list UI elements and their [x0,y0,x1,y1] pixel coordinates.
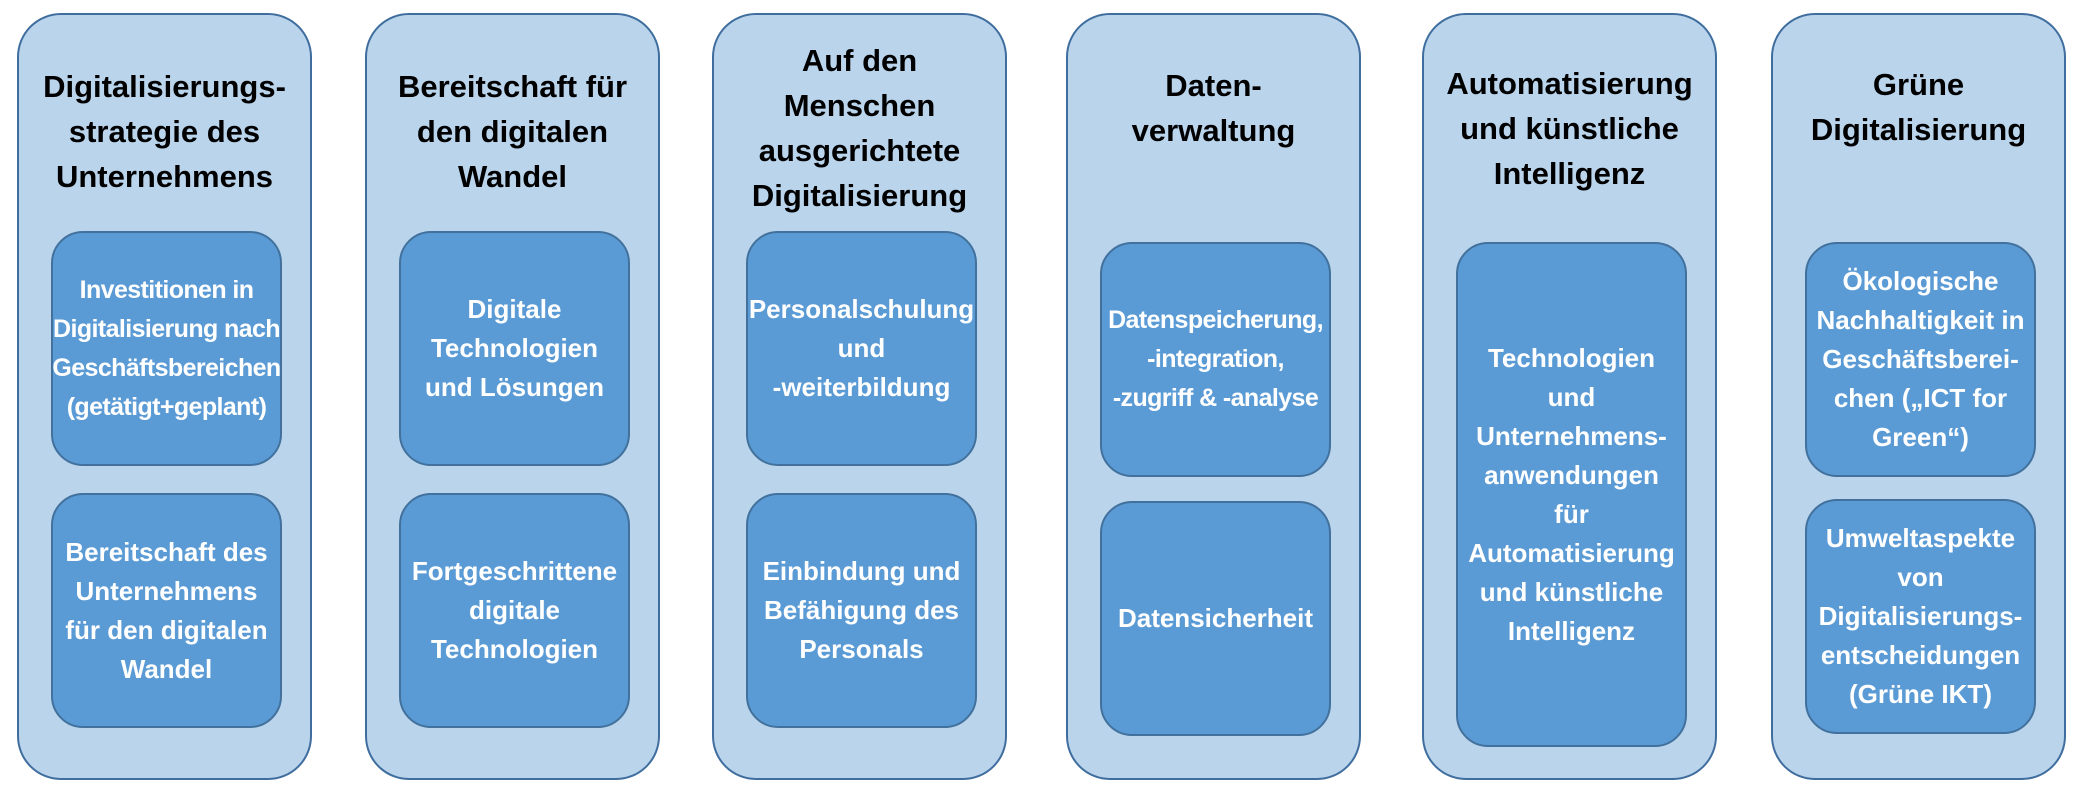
card-fortgeschrittene-technologien: Fortgeschrittene digitale Technologien [399,493,630,728]
column-digitalisierungsstrategie: Digitalisierungs- strategie des Unterneh… [17,13,312,780]
card-datensicherheit: Datensicherheit [1100,501,1331,736]
column-datenverwaltung: Daten- verwaltung Datenspeicherung, -int… [1066,13,1361,780]
card-bereitschaft-unternehmen: Bereitschaft des Unternehmens für den di… [51,493,282,728]
column-title: Auf den Menschen ausgerichtete Digitalis… [751,43,968,213]
column-menschen-digitalisierung: Auf den Menschen ausgerichtete Digitalis… [712,13,1007,780]
column-title: Grüne Digitalisierung [1810,67,2027,147]
card-umweltaspekte: Umweltaspekte von Digitalisierungs- ents… [1805,499,2036,734]
card-einbindung-personal: Einbindung und Befähigung des Personals [746,493,977,728]
column-title: Digitalisierungs- strategie des Unterneh… [43,69,286,194]
card-oekologische-nachhaltigkeit: Ökologische Nachhaltigkeit in Geschäftsb… [1805,242,2036,477]
card-investitionen: Investitionen in Digitalisierung nach Ge… [51,231,282,466]
column-automatisierung-ki: Automatisierung und künstliche Intellige… [1422,13,1717,780]
card-digitale-technologien: Digitale Technologien und Lösungen [399,231,630,466]
column-title: Automatisierung und künstliche Intellige… [1446,66,1693,191]
column-bereitschaft-wandel: Bereitschaft für den digitalen Wandel Di… [365,13,660,780]
column-title: Bereitschaft für den digitalen Wandel [397,69,628,194]
column-title: Daten- verwaltung [1131,68,1296,148]
card-personalschulung: Personalschulung und -weiterbildung [746,231,977,466]
column-gruene-digitalisierung: Grüne Digitalisierung Ökologische Nachha… [1771,13,2066,780]
card-technologien-automatisierung: Technologien und Unternehmens- anwendung… [1456,242,1687,747]
card-datenspeicherung: Datenspeicherung, -integration, -zugriff… [1100,242,1331,477]
